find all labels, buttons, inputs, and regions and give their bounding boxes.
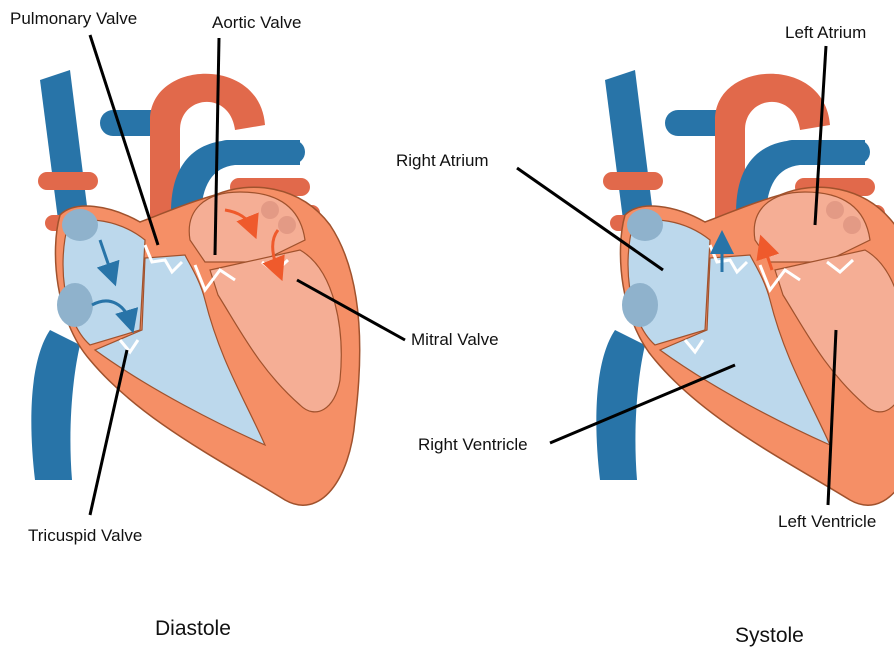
caption-systole: Systole	[735, 625, 804, 646]
label-aortic-valve: Aortic Valve	[212, 14, 301, 31]
label-right-ventricle: Right Ventricle	[418, 436, 528, 453]
caption-diastole: Diastole	[155, 618, 231, 639]
diastole-heart	[31, 35, 405, 515]
label-right-atrium: Right Atrium	[396, 152, 489, 169]
label-left-ventricle: Left Ventricle	[778, 513, 876, 530]
label-pulmonary-valve: Pulmonary Valve	[10, 10, 137, 27]
label-tricuspid-valve: Tricuspid Valve	[28, 527, 142, 544]
label-mitral-valve: Mitral Valve	[411, 331, 499, 348]
label-left-atrium: Left Atrium	[785, 24, 866, 41]
systole-heart	[517, 46, 894, 505]
